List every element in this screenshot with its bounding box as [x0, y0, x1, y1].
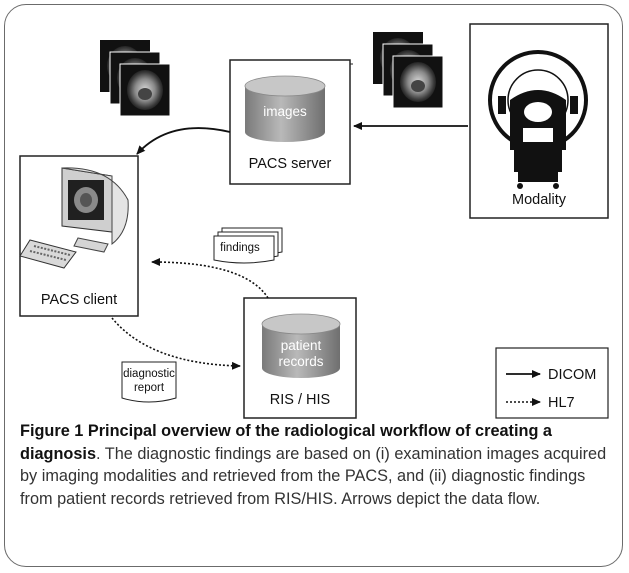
- patient-records-database-icon: patient records: [261, 313, 341, 378]
- ris-his-box: patient records RIS / HIS: [243, 297, 357, 419]
- images-db-label: images: [263, 104, 307, 119]
- legend: DICOM HL7: [495, 347, 609, 419]
- patient-records-line1: patient: [281, 338, 322, 353]
- findings-label: findings: [220, 242, 260, 254]
- findings-document: findings: [213, 227, 283, 264]
- figure-frame: [4, 4, 623, 567]
- modality-box: Modality: [469, 23, 609, 219]
- diagnostic-report-document: diagnostic report: [121, 361, 177, 403]
- figure-caption: Figure 1 Principal overview of the radio…: [20, 420, 615, 510]
- legend-hl7-label: HL7: [548, 395, 575, 411]
- pacs-server-box: images PACS server: [229, 59, 353, 185]
- pacs-server-label: PACS server: [249, 156, 332, 172]
- legend-dicom-label: DICOM: [548, 367, 596, 383]
- images-database-icon: images: [244, 75, 326, 142]
- arrow-ris-to-client-findings: [151, 258, 269, 299]
- ris-his-label: RIS / HIS: [270, 392, 330, 408]
- caption-title: Figure 1 Principal overview of the radio…: [20, 422, 552, 463]
- arrow-pacs-server-to-client: [136, 127, 231, 155]
- patient-records-line2: records: [278, 354, 323, 369]
- mri-image-stack-left: [100, 40, 171, 117]
- arrow-client-to-ris-report: [111, 317, 241, 370]
- mri-image-stack-right: [373, 32, 444, 109]
- pacs-client-box: PACS client: [19, 155, 139, 317]
- ct-scanner-icon: [488, 50, 588, 189]
- diagnostic-report-line1: diagnostic: [123, 368, 175, 380]
- modality-label: Modality: [512, 192, 567, 208]
- workflow-diagram: images PACS server Modality: [19, 23, 609, 419]
- caption-body: . The diagnostic findings are based on (…: [20, 444, 607, 508]
- diagnostic-report-line2: report: [134, 382, 165, 394]
- pacs-client-label: PACS client: [41, 292, 117, 308]
- workstation-icon: [19, 167, 129, 269]
